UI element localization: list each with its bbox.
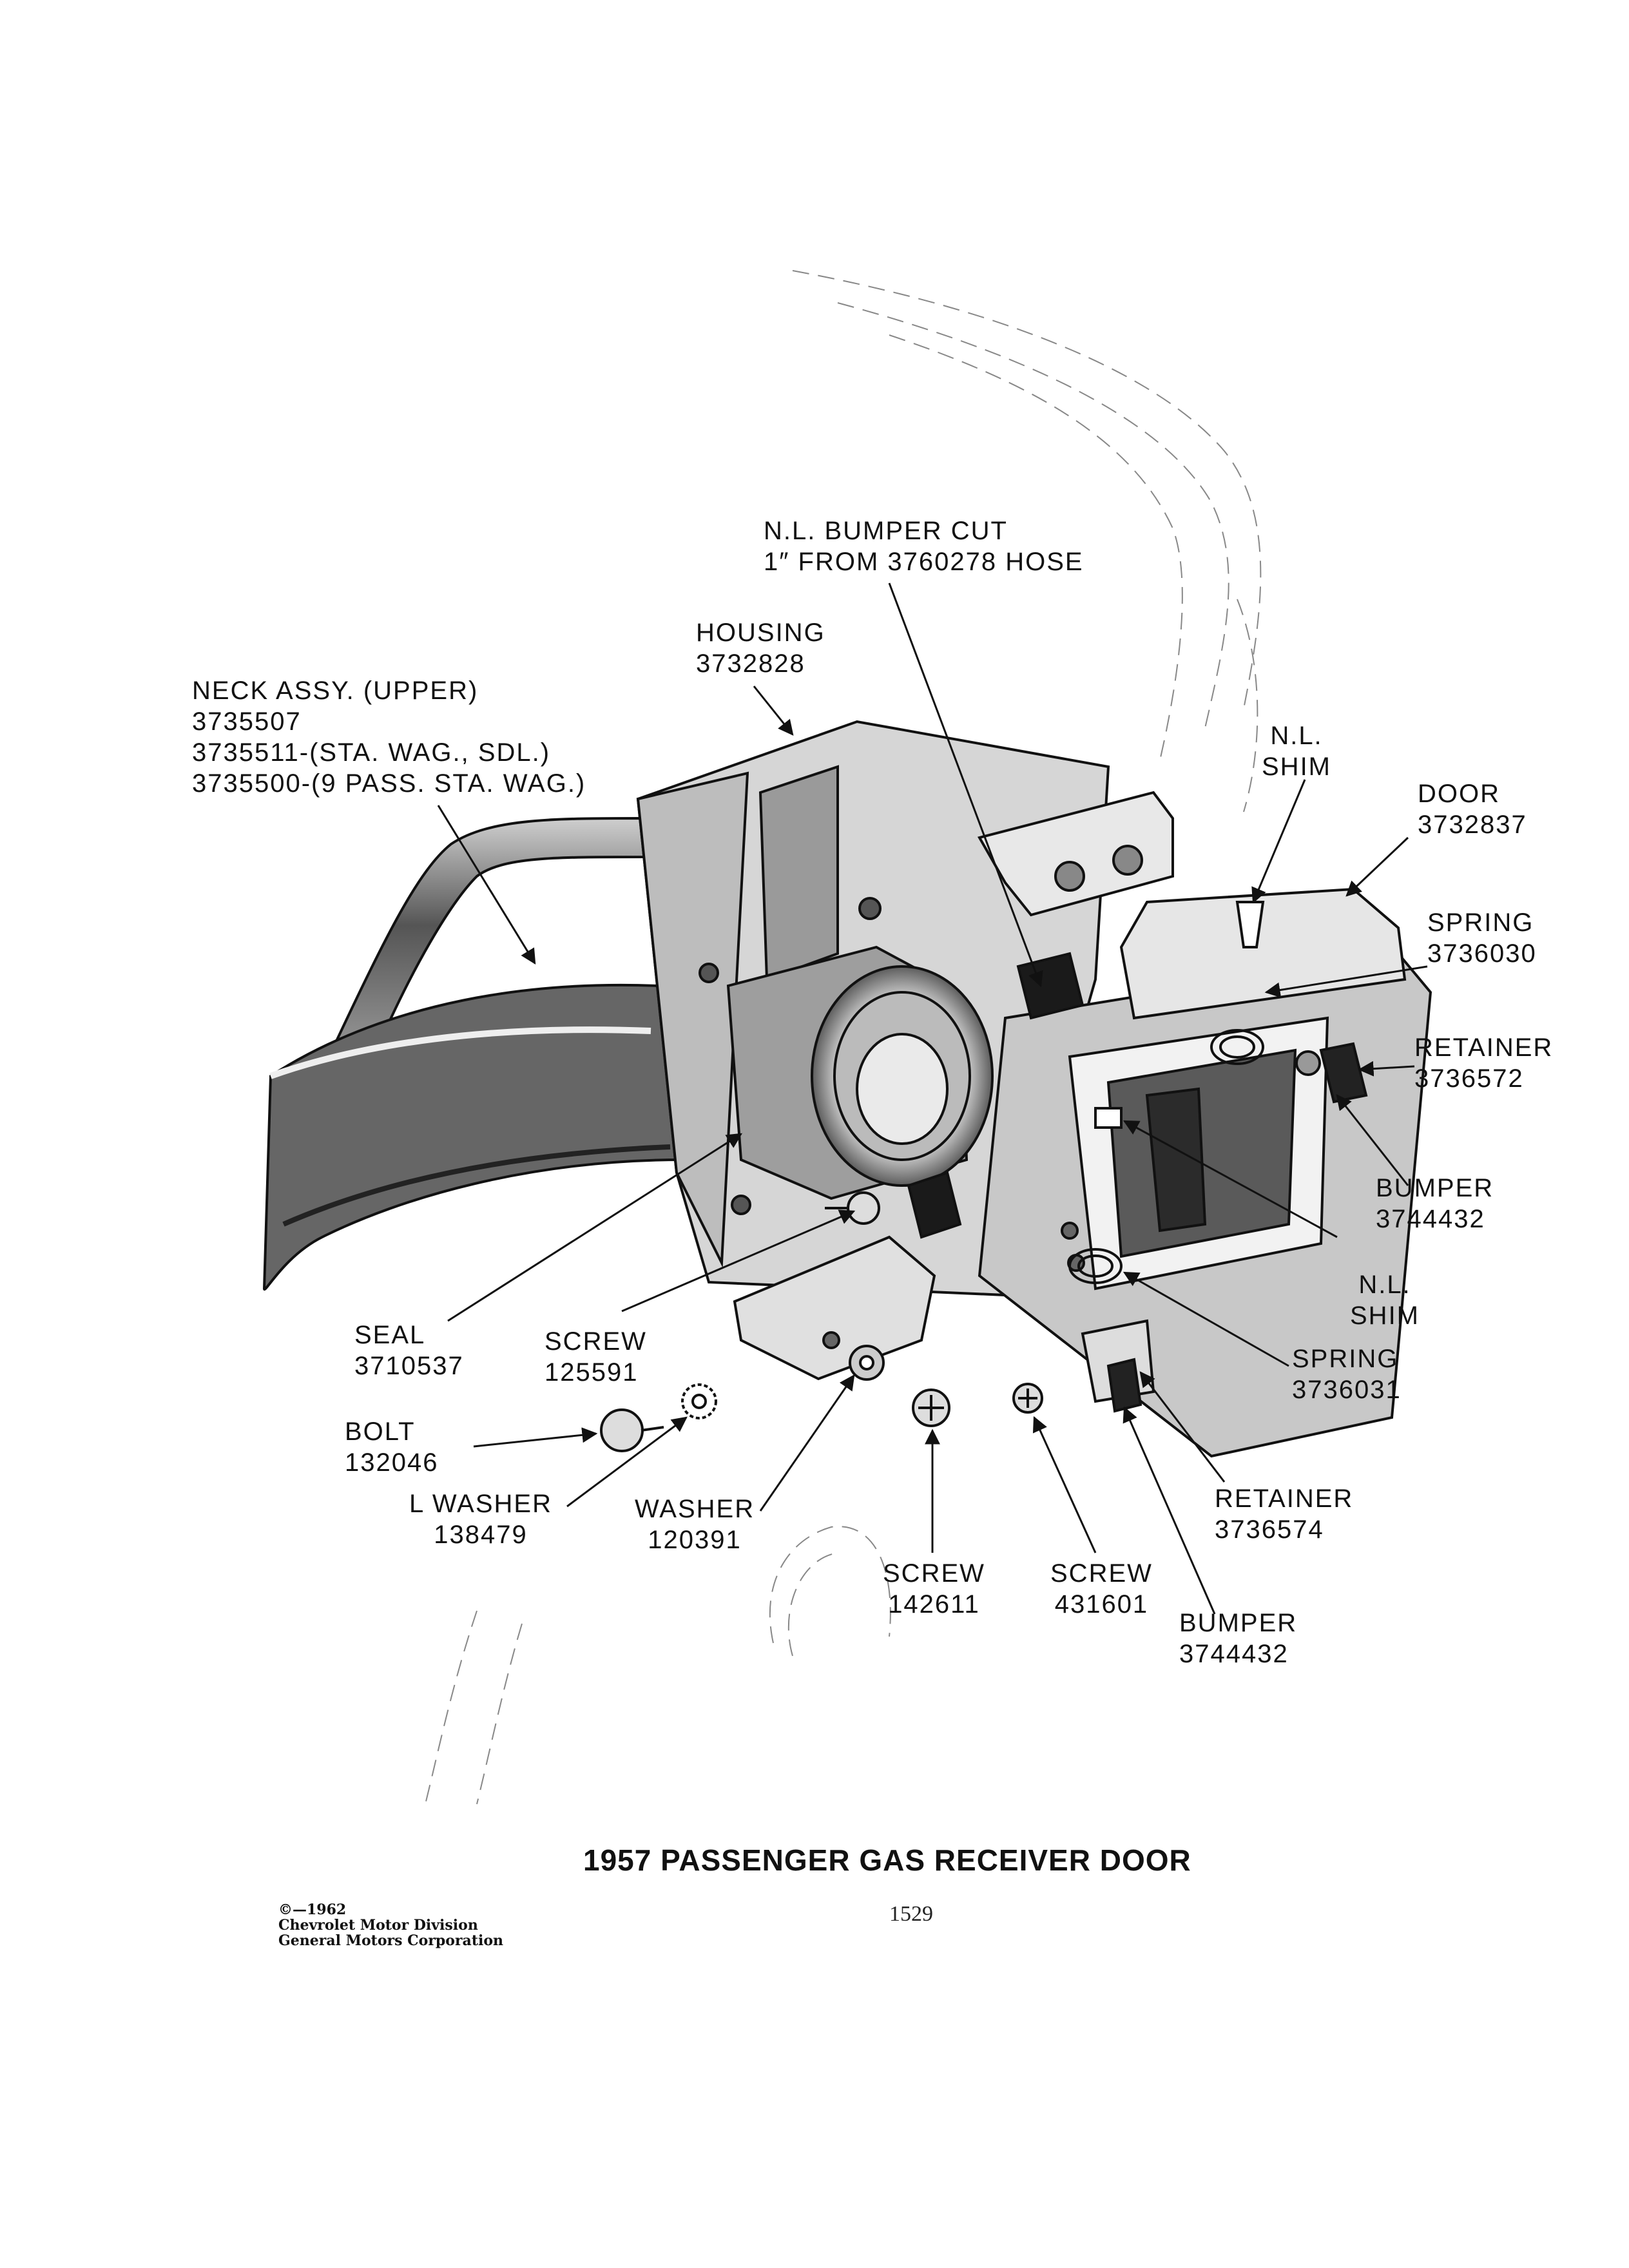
- bolt-132046-part: [600, 1408, 664, 1452]
- figure-title: 1957 PASSENGER GAS RECEIVER DOOR: [583, 1843, 1191, 1877]
- retainer-bumper-bottom: [1081, 1319, 1155, 1413]
- callout-line: 125591: [545, 1358, 639, 1387]
- callout-line: 3735511-(STA. WAG., SDL.): [192, 738, 551, 767]
- callout-spring-top: SPRING 3736030: [1427, 907, 1537, 969]
- callout-line: 3710537: [354, 1352, 464, 1380]
- callout-screw-142611: SCREW 142611: [883, 1558, 985, 1620]
- callout-retainer-bottom: RETAINER 3736574: [1215, 1483, 1353, 1545]
- callout-line: SPRING: [1292, 1345, 1399, 1373]
- callout-line: BUMPER: [1376, 1174, 1494, 1202]
- callout-line: L WASHER: [409, 1490, 552, 1518]
- copyright-line: General Motors Corporation: [278, 1932, 504, 1949]
- callout-line: SEAL: [354, 1321, 426, 1349]
- callout-nl-bumper-cut: N.L. BUMPER CUT 1″ FROM 3760278 HOSE: [764, 515, 1084, 577]
- neck-hose-lower: [262, 983, 684, 1291]
- callout-line: 1″ FROM 3760278 HOSE: [764, 548, 1084, 576]
- callout-seal: SEAL 3710537: [354, 1320, 464, 1381]
- callout-line: 3736031: [1292, 1376, 1402, 1404]
- callout-line: 3735500-(9 PASS. STA. WAG.): [192, 769, 586, 798]
- filler-neck: [726, 945, 994, 1200]
- spring-upper: [1210, 1029, 1264, 1065]
- page-number: 1529: [889, 1902, 933, 1926]
- callout-line: RETAINER: [1215, 1485, 1354, 1513]
- callout-line: HOUSING: [696, 619, 825, 647]
- callout-line: SPRING: [1427, 908, 1534, 937]
- callout-line: 138479: [434, 1521, 528, 1549]
- washer-120391-part: [849, 1345, 885, 1381]
- callout-line: 3735507: [192, 707, 302, 736]
- callout-line: SHIM: [1350, 1302, 1420, 1330]
- retainer-bumper-top: [1295, 1042, 1368, 1104]
- callout-bolt: BOLT 132046: [345, 1416, 438, 1478]
- callout-line: 431601: [1054, 1590, 1149, 1619]
- callout-line: 3744432: [1179, 1640, 1289, 1668]
- callout-line: BOLT: [345, 1418, 416, 1446]
- callout-line: SHIM: [1262, 753, 1331, 781]
- callout-screw-431601: SCREW 431601: [1050, 1558, 1153, 1620]
- screw-431601-part: [1012, 1383, 1043, 1414]
- nl-bumper-strip: [907, 952, 1084, 1239]
- callout-line: RETAINER: [1414, 1033, 1554, 1062]
- screw-142611-part: [912, 1389, 950, 1427]
- spring-lower: [1068, 1248, 1123, 1284]
- body-outline: [425, 270, 1262, 1805]
- upper-bracket: [977, 791, 1174, 917]
- callout-bumper-bottom: BUMPER 3744432: [1179, 1608, 1297, 1669]
- callout-screw-125591: SCREW 125591: [545, 1326, 647, 1388]
- callout-washer: WASHER 120391: [635, 1494, 755, 1555]
- callout-line: 3736572: [1414, 1064, 1524, 1093]
- callout-line: 120391: [648, 1526, 742, 1554]
- callout-line: 3732837: [1418, 811, 1527, 839]
- fasteners: [600, 1191, 1043, 1452]
- callout-line: 3736030: [1427, 939, 1537, 968]
- copyright-line: Chevrolet Motor Division: [278, 1917, 478, 1934]
- lwasher-138479-part: [681, 1383, 717, 1419]
- callout-line: N.L.: [1270, 722, 1323, 750]
- callout-line: N.L. BUMPER CUT: [764, 517, 1008, 545]
- callout-line: 3744432: [1376, 1205, 1485, 1233]
- callout-line: WASHER: [635, 1495, 755, 1523]
- callout-line: NECK ASSY. (UPPER): [192, 677, 479, 705]
- callout-line: 132046: [345, 1448, 439, 1477]
- callout-neck-assy: NECK ASSY. (UPPER) 3735507 3735511-(STA.…: [192, 675, 586, 799]
- copyright-notice: ©—1962 Chevrolet Motor Division General …: [278, 1902, 503, 1948]
- callout-nl-shim-top: N.L. SHIM: [1262, 720, 1331, 782]
- callout-door: DOOR 3732837: [1418, 778, 1527, 840]
- callout-line: SCREW: [545, 1327, 647, 1356]
- callout-line: N.L.: [1358, 1271, 1411, 1299]
- callout-retainer-top: RETAINER 3736572: [1414, 1032, 1553, 1094]
- callout-line: 3736574: [1215, 1515, 1324, 1544]
- callout-spring-bottom: SPRING 3736031: [1292, 1343, 1402, 1405]
- callout-line: DOOR: [1418, 780, 1500, 808]
- callout-line: SCREW: [1050, 1559, 1153, 1588]
- copyright-line: ©—1962: [278, 1901, 347, 1918]
- callout-nl-shim-mid: N.L. SHIM: [1350, 1269, 1420, 1331]
- lower-bracket: [733, 1235, 936, 1381]
- callout-line: 3732828: [696, 649, 805, 678]
- callout-lwasher: L WASHER 138479: [409, 1488, 552, 1550]
- callout-line: 142611: [888, 1590, 980, 1619]
- screw-125591-part: [825, 1191, 880, 1225]
- callout-line: SCREW: [883, 1559, 985, 1588]
- callout-line: BUMPER: [1179, 1609, 1298, 1637]
- callout-bumper-right: BUMPER 3744432: [1376, 1173, 1494, 1235]
- door-frame: [978, 952, 1432, 1458]
- leader-lines: [437, 582, 1428, 1615]
- callout-housing: HOUSING 3732828: [696, 617, 825, 679]
